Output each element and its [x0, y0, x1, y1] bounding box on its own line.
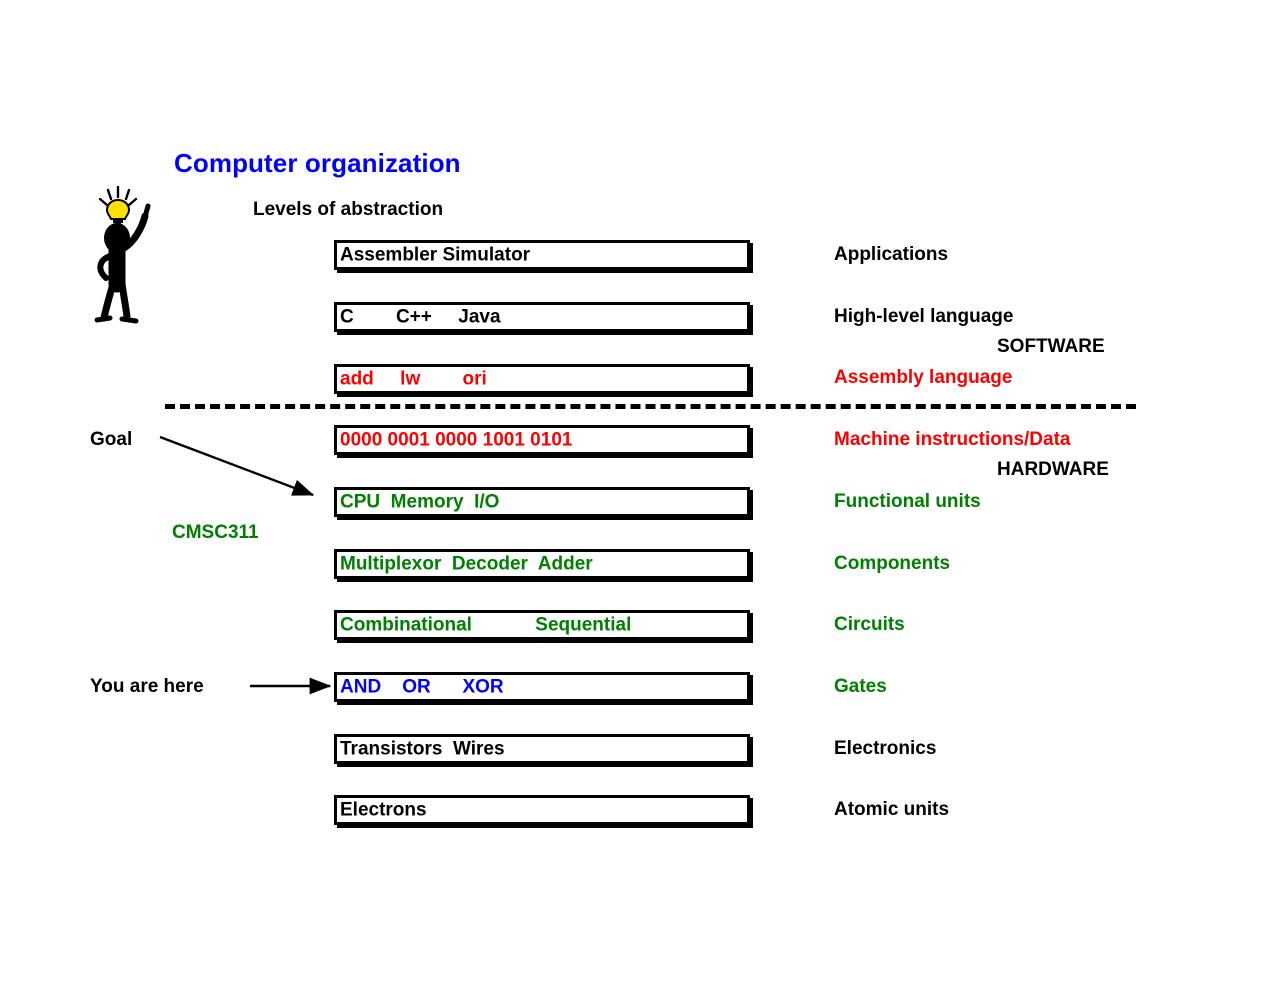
hardware-tag: HARDWARE — [997, 459, 1109, 480]
page-title: Computer organization — [174, 148, 461, 178]
figure-left-leg — [100, 280, 117, 322]
level-label-electronics: Electronics — [834, 738, 937, 759]
level-label-atomic-units: Atomic units — [834, 799, 950, 820]
figure-right-foot — [119, 316, 139, 324]
idea-rays-icon — [98, 185, 138, 207]
level-box-text: add lw ori — [340, 368, 487, 390]
software-tag: SOFTWARE — [997, 336, 1105, 357]
level-box-text: Assembler Simulator — [340, 244, 531, 266]
level-box-applications[interactable]: Assembler Simulator — [334, 240, 750, 270]
level-box-assembly-language[interactable]: add lw ori — [334, 364, 750, 394]
goal-arrow — [159, 435, 315, 497]
figure-left-foot — [94, 315, 113, 323]
you-are-here-annotation: You are here — [90, 676, 204, 697]
level-label-gates: Gates — [834, 676, 887, 697]
level-box-circuits[interactable]: Combinational Sequential — [334, 610, 750, 640]
figure-finger — [142, 203, 151, 220]
level-box-text: AND OR XOR — [340, 676, 504, 698]
level-label-functional-units: Functional units — [834, 491, 981, 512]
level-box-electronics[interactable]: Transistors Wires — [334, 734, 750, 764]
level-label-high-level-language: High-level language — [834, 306, 1014, 327]
level-label-applications: Applications — [834, 244, 949, 265]
level-label-circuits: Circuits — [834, 614, 905, 635]
stick-figure-icon — [86, 185, 186, 326]
level-box-atomic-units[interactable]: Electrons — [334, 795, 750, 825]
level-box-text: Combinational Sequential — [340, 614, 632, 636]
level-box-text: Electrons — [340, 799, 427, 821]
figure-hip-arm — [97, 253, 113, 281]
software-hardware-divider — [165, 404, 1136, 409]
level-box-high-level-language[interactable]: C C++ Java — [334, 302, 750, 332]
lightbulb-icon — [105, 198, 131, 226]
level-box-text: Multiplexor Decoder Adder — [340, 553, 593, 575]
level-box-components[interactable]: Multiplexor Decoder Adder — [334, 549, 750, 579]
level-box-text: C C++ Java — [340, 306, 501, 328]
level-box-functional-units[interactable]: CPU Memory I/O — [334, 487, 750, 517]
figure-right-leg — [118, 280, 131, 321]
level-box-text: 0000 0001 0000 1001 0101 — [340, 429, 573, 451]
subtitle: Levels of abstraction — [253, 199, 444, 220]
level-box-gates[interactable]: AND OR XOR — [334, 672, 750, 702]
level-label-components: Components — [834, 553, 951, 574]
level-box-machine-instructions[interactable]: 0000 0001 0000 1001 0101 — [334, 425, 750, 455]
level-box-text: CPU Memory I/O — [340, 491, 500, 513]
course-annotation: CMSC311 — [172, 522, 259, 543]
level-box-text: Transistors Wires — [340, 738, 505, 760]
level-label-machine-instructions: Machine instructions/Data — [834, 429, 1071, 450]
goal-annotation: Goal — [90, 429, 133, 450]
level-label-assembly-language: Assembly language — [834, 367, 1013, 388]
